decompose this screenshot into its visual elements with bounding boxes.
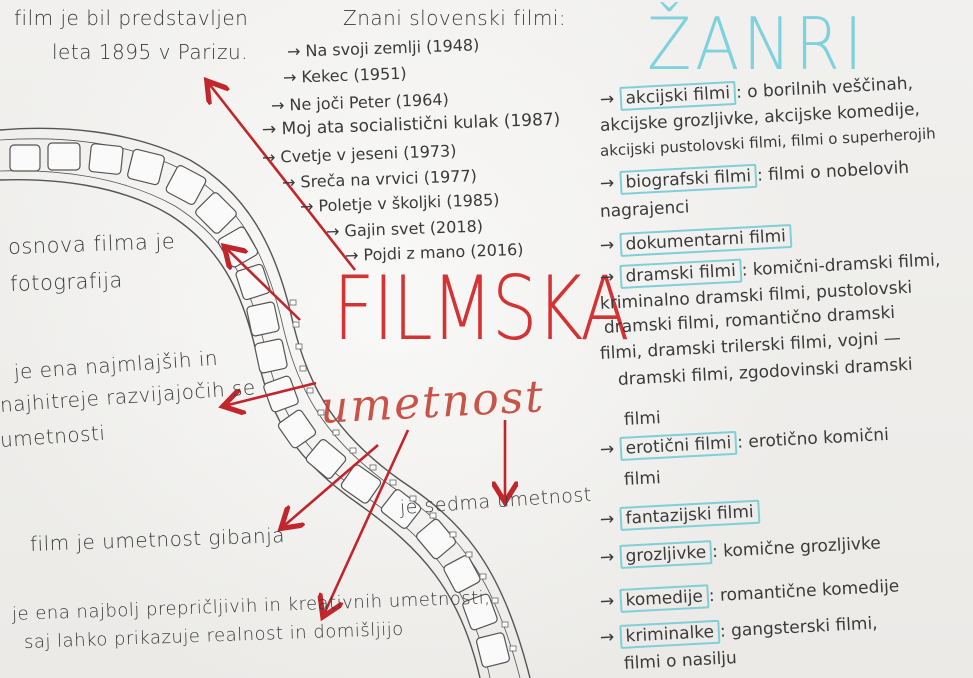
arrow-to-convincing [325,429,410,612]
main-title: FILMSKA [333,257,630,360]
genre-name-horror: grozljivke [619,540,713,569]
genre-name-comedy: komedije [619,584,710,613]
genre-desc-drama-6: filmi [623,408,662,430]
arrow-to-history [210,85,357,271]
basis-note-line2: fotografija [9,268,124,296]
film-perforations [289,299,517,652]
genres-heading: ŽANRI [647,2,867,86]
slovenian-films-heading: Znani slovenski filmi: [343,6,567,30]
history-note-line1: film je bil predstavljen [14,6,249,30]
arrow-to-basis [228,250,301,321]
history-note-line2: leta 1895 v Parizu. [52,40,248,64]
arrow-to-youngest [228,381,317,405]
arrow-to-motion [285,444,379,525]
genre-desc-erotic-2: filmi [623,468,662,490]
red-arrows [210,85,505,612]
